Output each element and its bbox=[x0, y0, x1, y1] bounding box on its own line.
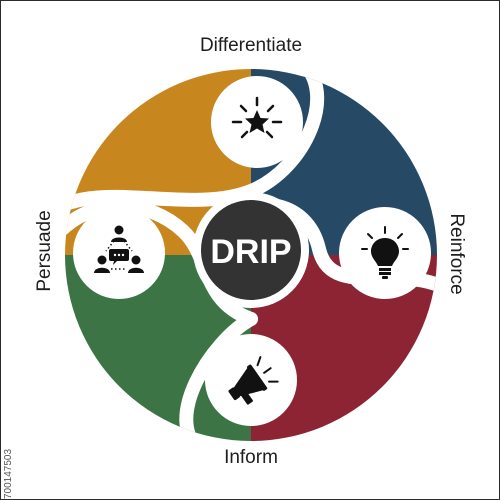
separator-top bbox=[65, 69, 325, 218]
team-discussion-icon bbox=[94, 225, 144, 273]
label-reinforce: Reinforce bbox=[446, 213, 467, 295]
stock-id-watermark: 700147503 bbox=[3, 448, 14, 499]
label-inform: Inform bbox=[224, 447, 278, 468]
center-hub bbox=[201, 200, 301, 300]
megaphone-icon bbox=[228, 356, 279, 405]
lightbulb-icon bbox=[361, 226, 409, 279]
star-burst-icon bbox=[231, 96, 283, 139]
label-differentiate: Differentiate bbox=[199, 35, 303, 56]
center-label: DRIP bbox=[210, 233, 291, 271]
label-persuade: Persuade bbox=[34, 210, 55, 292]
